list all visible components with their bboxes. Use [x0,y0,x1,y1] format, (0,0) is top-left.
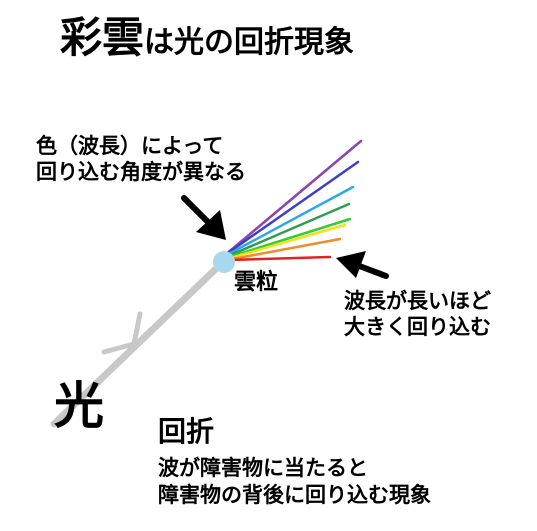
title-char-1: 彩 [60,13,103,62]
cloud-droplet [213,251,235,273]
light-beam [50,258,227,428]
annotation-long-wavelength: 波長が長いほど 大きく回り込む [344,288,491,340]
title-char-2: 雲 [102,13,145,62]
light-label: 光 [54,377,104,435]
pointer-arrow-angle [181,195,226,240]
definition-text: 波が障害物に当たると 障害物の背後に回り込む現象 [158,455,431,509]
title-rest: は光の回折現象 [144,25,355,60]
annotation-color-angle: 色（波長）によって 回り込む角度が異なる [36,133,246,185]
light-direction-chevron [101,311,143,355]
annotation-color-angle-line-2: 回り込む角度が異なる [36,160,246,184]
annotation-color-angle-line-1: 色（波長）によって [36,134,224,158]
definition-text-line-1: 波が障害物に当たると [158,456,368,480]
ray-yellow [225,223,347,261]
ray-violet [223,139,363,257]
ray-indigo [223,160,360,257]
ray-green [224,202,351,259]
diffracted-rays [223,139,363,262]
droplet-label: 雲粒 [234,270,279,295]
ray-orange [225,237,342,262]
ray-light-green [224,217,352,260]
pointer-arrow-long-wavelength [336,251,389,279]
definition-title: 回折 [158,415,215,448]
ray-red [226,255,332,262]
definition-text-line-2: 障害物の背後に回り込む現象 [158,483,431,507]
annotation-long-wavelength-line-1: 波長が長いほど [344,289,491,313]
page-title: 彩雲は光の回折現象 [60,13,355,62]
annotation-long-wavelength-line-2: 大きく回り込む [344,315,491,339]
ray-blue [223,185,355,258]
